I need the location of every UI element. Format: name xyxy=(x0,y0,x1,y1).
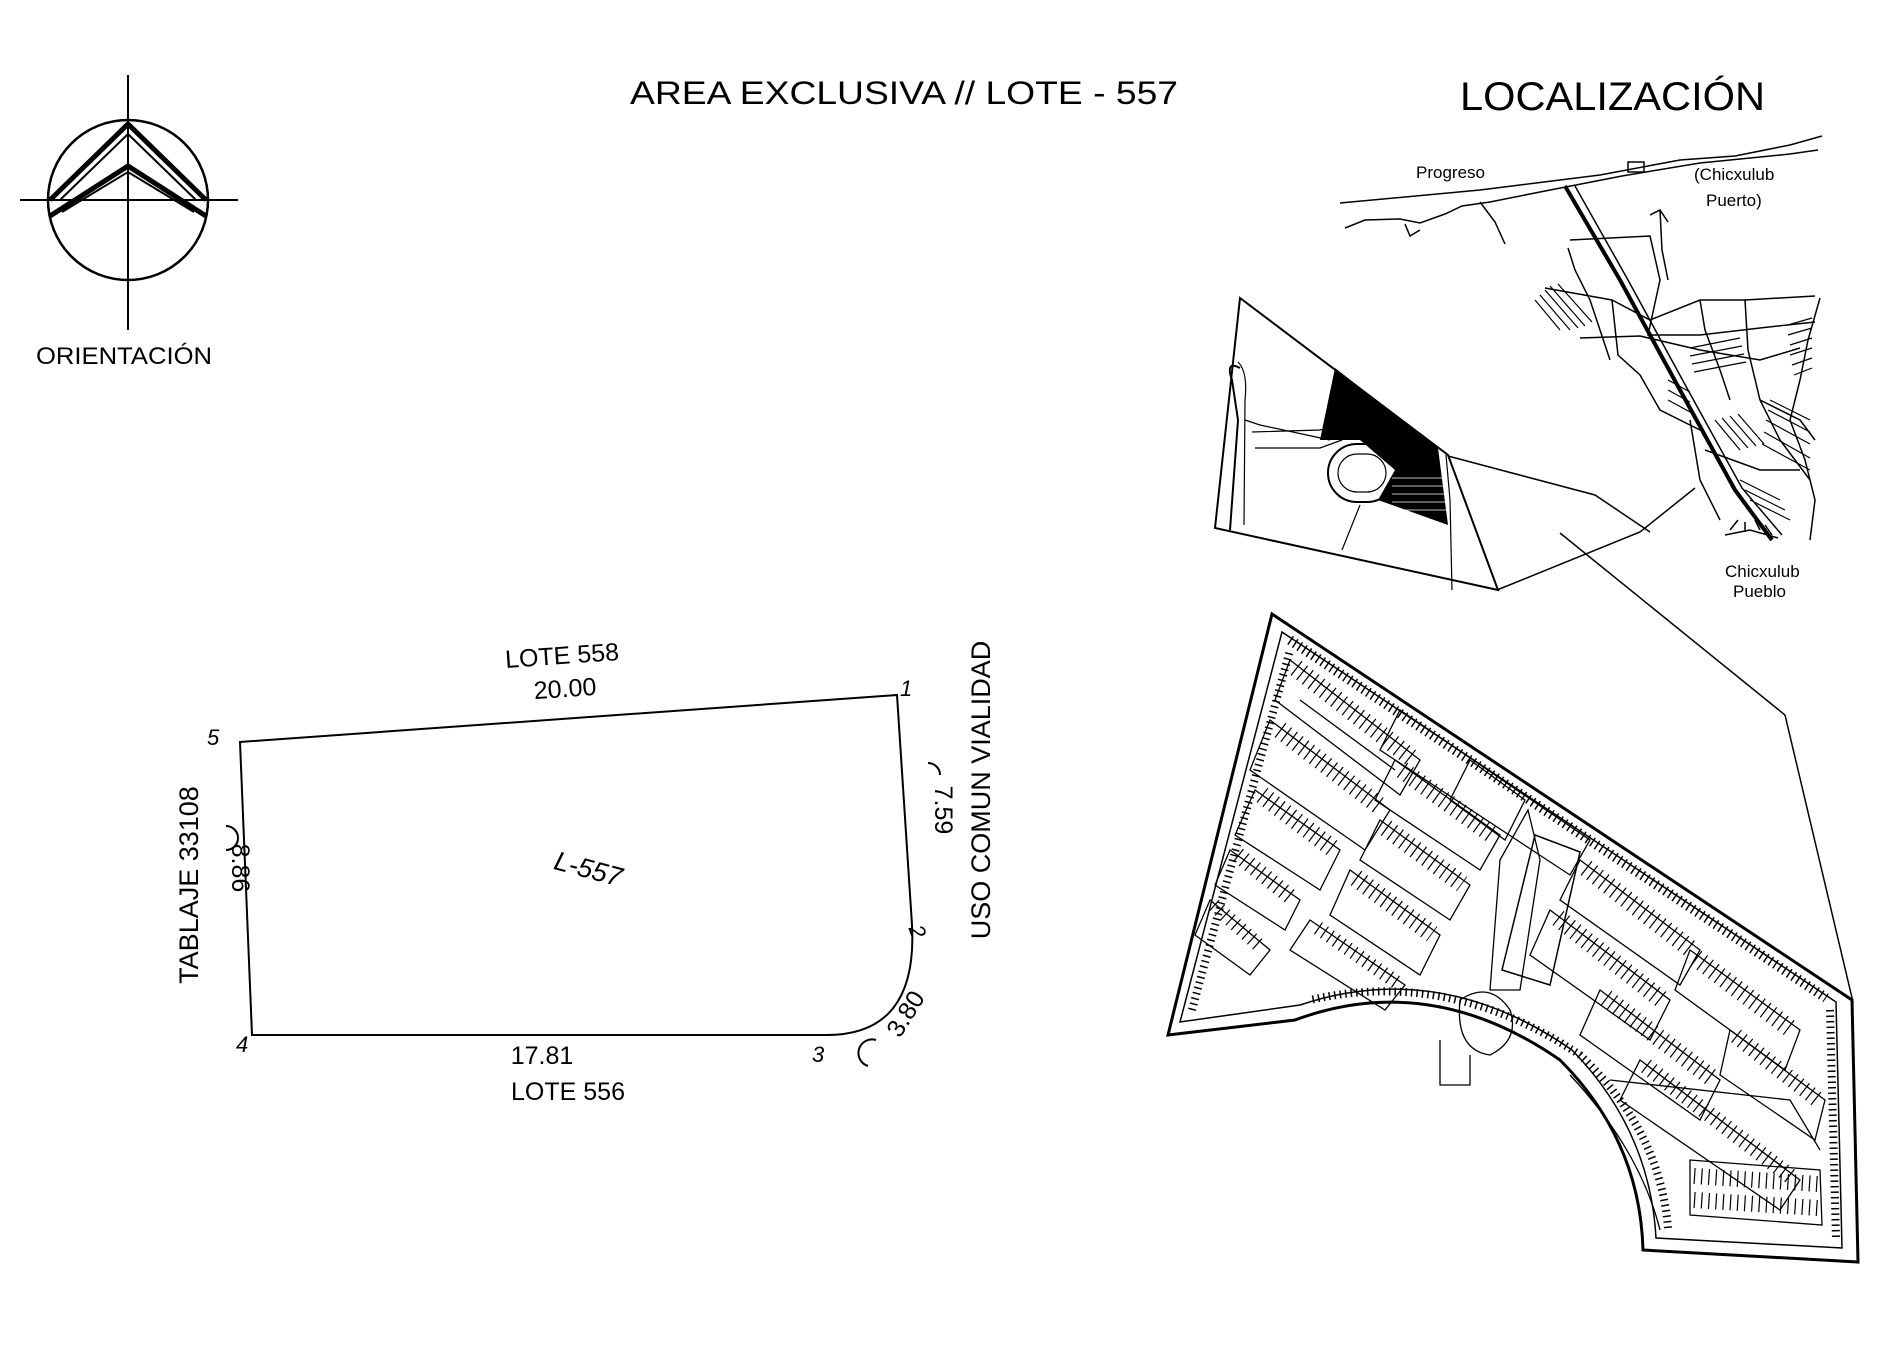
place-progreso: Progreso xyxy=(1416,163,1485,182)
north-length: 20.00 xyxy=(533,673,597,705)
vertex-3: 3 xyxy=(812,1042,825,1067)
east-neighbor: USO COMUN VIALIDAD xyxy=(966,641,996,940)
vertex-4: 4 xyxy=(236,1032,248,1057)
south-neighbor: LOTE 556 xyxy=(511,1078,625,1106)
south-length: 17.81 xyxy=(511,1042,574,1070)
zoom-leader-lines xyxy=(1559,532,1854,1003)
west-neighbor: TABLAJE 33108 xyxy=(174,786,204,984)
page-title: AREA EXCLUSIVA // LOTE - 557 xyxy=(630,75,1178,111)
lot-id: L-557 xyxy=(551,846,626,893)
place-chicxulub-puerto-1: (Chicxulub xyxy=(1694,165,1774,184)
place-chicxulub-puerto-2: Puerto) xyxy=(1706,191,1762,210)
vertex-1: 1 xyxy=(900,676,912,701)
east-length: 7.59 xyxy=(929,786,957,835)
development-plan xyxy=(1166,611,1860,1264)
lot-outline xyxy=(238,693,914,1037)
site-zoom-inset xyxy=(1213,296,1696,592)
vertex-5: 5 xyxy=(207,725,220,750)
orientation-label: ORIENTACIÓN xyxy=(36,343,212,370)
regional-map xyxy=(1339,135,1823,542)
curve-length: 3.80 xyxy=(881,986,931,1042)
east-arc-icon xyxy=(927,762,941,776)
west-arc-icon xyxy=(225,825,239,851)
vertex-2: 2 xyxy=(903,920,931,941)
north-arrow-icon xyxy=(20,75,238,330)
location-heading: LOCALIZACIÓN xyxy=(1460,74,1765,119)
west-length: 8.86 xyxy=(226,844,254,893)
place-chicxulub-pueblo-1: Chicxulub xyxy=(1725,562,1800,581)
curve-arc-icon xyxy=(857,1038,877,1067)
north-neighbor: LOTE 558 xyxy=(504,638,620,674)
place-chicxulub-pueblo-2: Pueblo xyxy=(1733,582,1786,601)
